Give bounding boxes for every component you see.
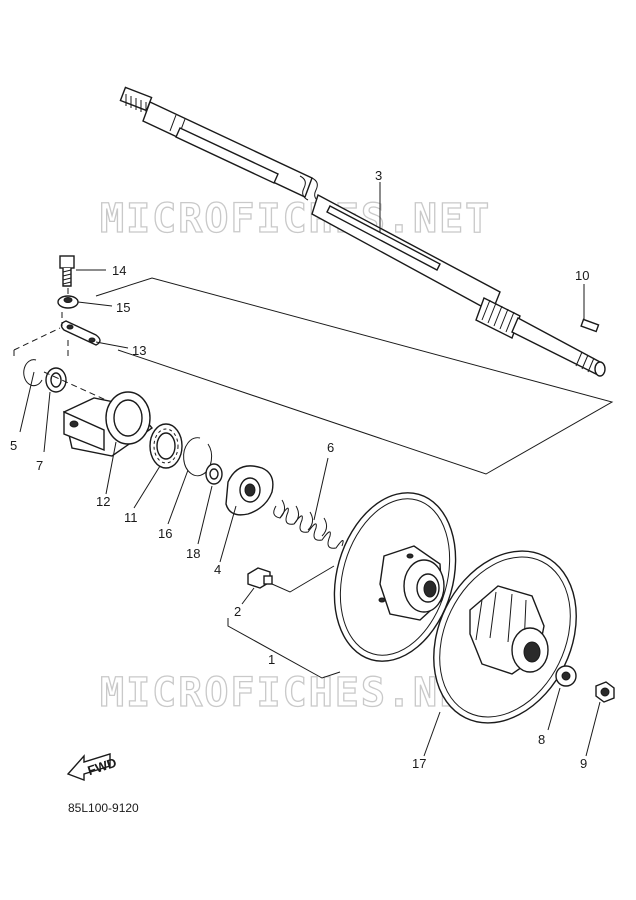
plate	[60, 320, 101, 346]
watermark-bottom: MICROFICHES.NET	[100, 670, 491, 716]
snap-ring	[183, 437, 213, 477]
bearing-holder	[63, 391, 154, 457]
bolt	[59, 255, 75, 287]
callout-5: 5	[10, 438, 17, 453]
callout-8: 8	[538, 732, 545, 747]
washer	[45, 367, 67, 393]
secondary-shaft	[119, 86, 606, 377]
callout-7: 7	[36, 458, 43, 473]
callout-4: 4	[214, 562, 221, 577]
watermark-top: MICROFICHES.NET	[100, 196, 491, 242]
callout-11: 11	[124, 510, 138, 525]
nut	[57, 295, 79, 309]
callout-12: 12	[96, 494, 110, 509]
spring	[273, 499, 344, 549]
callout-17: 17	[412, 756, 426, 771]
leader-lines	[19, 182, 601, 757]
fixed-sheave	[333, 492, 457, 662]
callout-13: 13	[132, 343, 146, 358]
callout-14: 14	[112, 263, 126, 278]
callout-15: 15	[116, 300, 130, 315]
washer-8	[555, 665, 577, 687]
callout-2: 2	[234, 604, 241, 619]
forward-arrow-icon: FWD	[66, 753, 119, 782]
bracket-lines	[95, 277, 614, 679]
callout-1: 1	[268, 652, 275, 667]
drawing-code: 85L100-9120	[68, 801, 139, 815]
slider-pin	[247, 567, 273, 589]
callout-3: 3	[375, 168, 382, 183]
callout-labels: 3 10 14 15 13 5 7 12 11 16 18 4 6 2 1 17…	[10, 168, 589, 771]
alignment-lines	[13, 288, 107, 401]
callout-18: 18	[186, 546, 200, 561]
ring	[205, 463, 223, 485]
circlip	[23, 359, 43, 387]
fwd-label: FWD	[86, 755, 119, 778]
callout-10: 10	[575, 268, 589, 283]
callout-6: 6	[327, 440, 334, 455]
spring-seat	[225, 465, 274, 516]
callout-9: 9	[580, 756, 587, 771]
sliding-sheave	[433, 550, 577, 724]
key	[580, 318, 600, 333]
callout-16: 16	[158, 526, 172, 541]
nut-9	[595, 681, 615, 703]
bearing	[149, 423, 183, 469]
